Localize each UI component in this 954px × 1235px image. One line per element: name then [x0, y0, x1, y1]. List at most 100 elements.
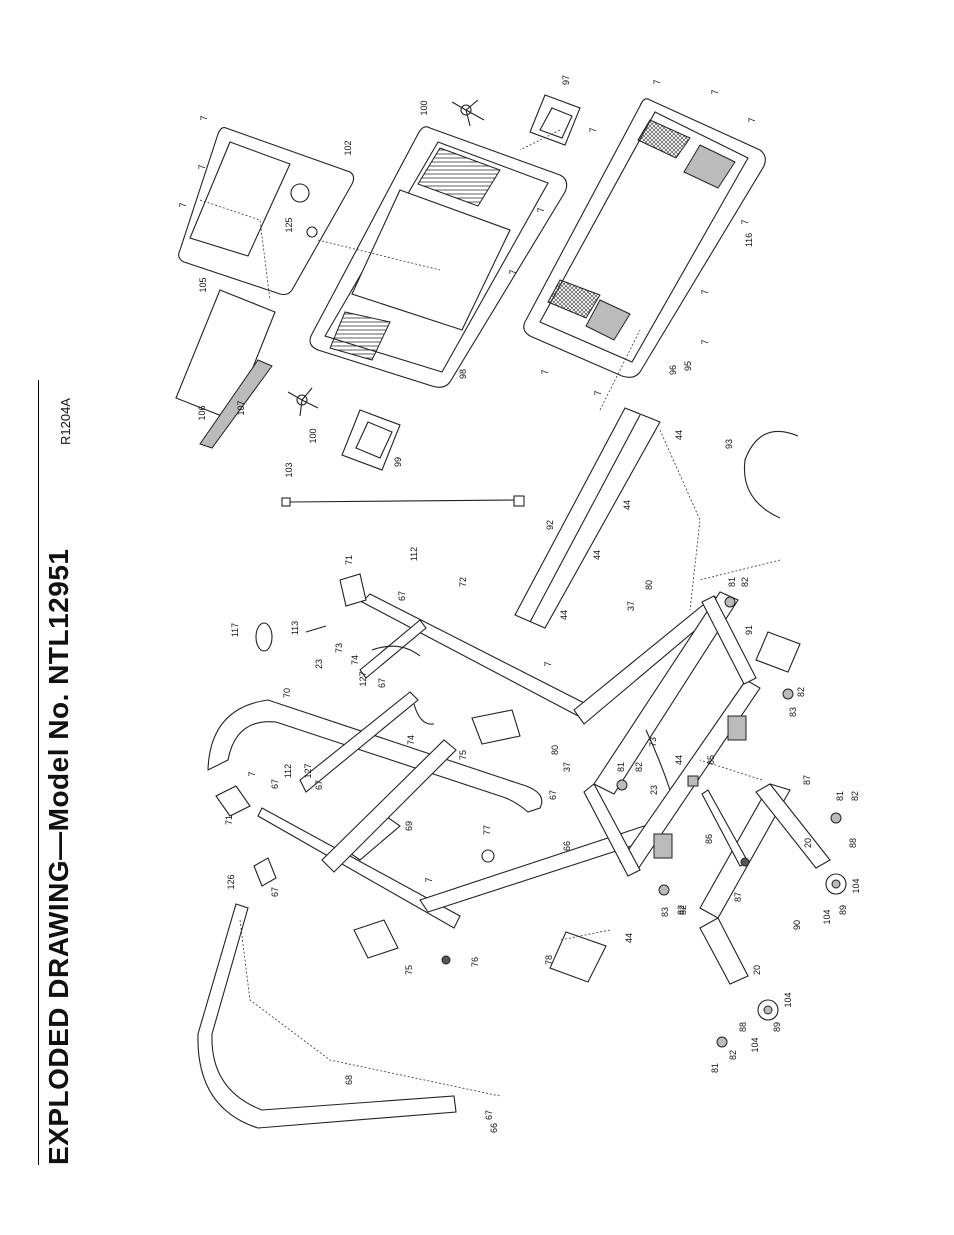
callout-label-107: 107: [236, 400, 246, 415]
callout-label-67: 67: [314, 780, 324, 790]
console-overlay: [178, 127, 355, 296]
crossbar-92: [514, 407, 701, 629]
callout-label-80: 80: [550, 745, 560, 755]
callout-label-112: 112: [283, 764, 293, 778]
callout-label-67: 67: [397, 591, 407, 601]
callout-label-78: 78: [544, 955, 554, 965]
callout-label-82: 82: [728, 1050, 738, 1060]
frame-90: [699, 783, 831, 985]
callout-label-82: 82: [850, 791, 860, 801]
callout-label-81: 81: [835, 791, 845, 801]
callout-label-83: 83: [660, 907, 670, 917]
callout-label-7: 7: [540, 369, 550, 374]
callout-label-105: 105: [198, 277, 208, 292]
callout-label-83: 83: [788, 707, 798, 717]
callout-label-44: 44: [624, 933, 634, 943]
brackets-78-91: [549, 631, 801, 983]
callout-label-81: 81: [727, 577, 737, 587]
callout-label-126: 126: [226, 874, 236, 889]
callout-label-44: 44: [559, 610, 569, 620]
callout-label-66: 66: [489, 1123, 499, 1133]
callout-label-82: 82: [740, 577, 750, 587]
callout-label-7: 7: [178, 202, 188, 207]
callout-label-89: 89: [838, 905, 848, 915]
callout-label-100: 100: [308, 428, 318, 443]
callout-label-7: 7: [652, 79, 662, 84]
callout-label-67: 67: [377, 678, 387, 688]
callout-label-20: 20: [752, 965, 762, 975]
callout-label-7: 7: [593, 390, 603, 395]
callout-label-86: 86: [704, 834, 714, 844]
leveling-feet: [616, 596, 842, 1048]
callout-label-44: 44: [622, 500, 632, 510]
wire-103: [281, 495, 525, 507]
handrail-68: [197, 903, 457, 1129]
callout-label-104: 104: [750, 1037, 760, 1052]
callout-label-104: 104: [783, 992, 793, 1007]
callout-label-73: 73: [648, 737, 658, 747]
callout-label-23: 23: [649, 785, 659, 795]
callout-label-7: 7: [247, 771, 257, 776]
callout-label-82: 82: [678, 905, 688, 915]
callout-label-100: 100: [419, 100, 429, 115]
callout-label-125: 125: [284, 217, 294, 232]
callout-label-87: 87: [733, 892, 743, 902]
callout-label-91: 91: [744, 625, 754, 635]
callout-label-82: 82: [634, 762, 644, 772]
callout-label-74: 74: [350, 655, 360, 665]
callout-label-88: 88: [738, 1022, 748, 1032]
callout-label-88: 88: [848, 838, 858, 848]
callout-label-20: 20: [803, 838, 813, 848]
lift-motor-86: [701, 789, 750, 867]
callout-label-72: 72: [458, 577, 468, 587]
fan-duct-99: [341, 409, 401, 471]
crossbar-69: [321, 739, 457, 873]
callout-label-7: 7: [536, 207, 546, 212]
callout-label-95: 95: [683, 361, 693, 371]
callout-label-44: 44: [674, 430, 684, 440]
callout-label-7: 7: [740, 219, 750, 224]
callout-label-67: 67: [270, 887, 280, 897]
callout-label-7: 7: [543, 661, 553, 666]
callout-label-73: 73: [334, 643, 344, 653]
callout-label-90: 90: [792, 920, 802, 930]
callout-label-93: 93: [724, 439, 734, 449]
console-wires: [255, 622, 671, 791]
fan-duct-97: [529, 94, 581, 146]
callout-label-66: 66: [562, 841, 572, 851]
callout-label-82: 82: [676, 905, 686, 915]
callout-label-116: 116: [744, 233, 754, 247]
callout-label-89: 89: [772, 1022, 782, 1032]
callout-label-69: 69: [404, 821, 414, 831]
callout-label-77: 77: [482, 825, 492, 835]
callout-label-82: 82: [796, 687, 806, 697]
callout-label-75: 75: [404, 965, 414, 975]
callout-label-80: 80: [644, 580, 654, 590]
callout-label-71: 71: [344, 555, 354, 565]
callout-label-67: 67: [548, 790, 558, 800]
callout-label-7: 7: [197, 164, 207, 169]
callout-label-102: 102: [343, 140, 353, 155]
callout-label-44: 44: [592, 550, 602, 560]
callout-label-37: 37: [562, 762, 572, 772]
callout-label-67: 67: [484, 1110, 494, 1120]
callout-label-7: 7: [747, 117, 757, 122]
callout-label-103: 103: [284, 462, 294, 477]
callout-label-70: 70: [282, 688, 292, 698]
upright-left: [257, 691, 651, 929]
leg-brackets: [653, 715, 747, 859]
callout-label-81: 81: [616, 762, 626, 772]
callout-label-87: 87: [802, 775, 812, 785]
callout-label-106: 106: [197, 405, 207, 420]
callout-label-7: 7: [424, 877, 434, 882]
hood-top-cover: [309, 126, 568, 388]
callout-label-67: 67: [270, 779, 280, 789]
callout-label-23: 23: [314, 659, 324, 669]
callout-label-81: 81: [710, 1063, 720, 1073]
callout-label-117: 117: [230, 623, 240, 637]
callout-label-113: 113: [290, 621, 300, 635]
wire-93: [743, 431, 799, 519]
callout-label-7: 7: [710, 89, 720, 94]
callout-label-112: 112: [409, 547, 419, 561]
